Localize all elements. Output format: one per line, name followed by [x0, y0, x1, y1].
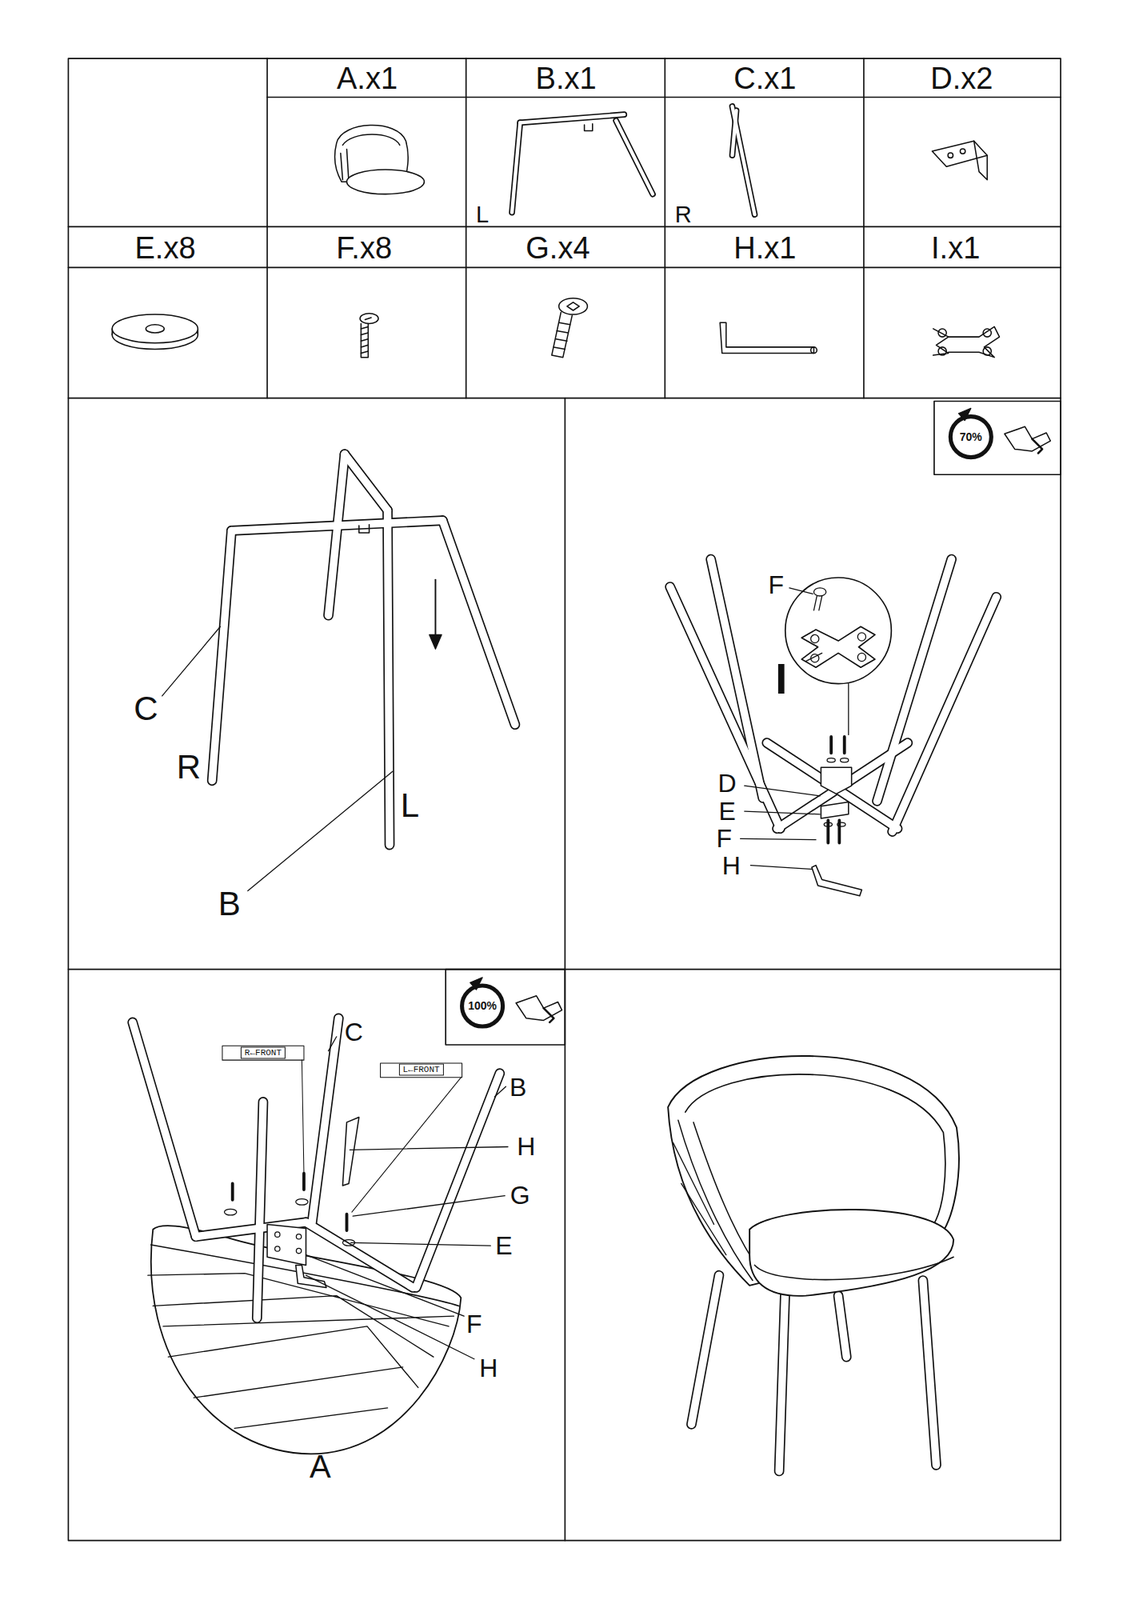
part-label: B.x1 — [535, 63, 597, 94]
front-tag: R←FRONT — [240, 1046, 286, 1059]
side-mark: R — [675, 202, 692, 226]
part-label: H.x1 — [733, 232, 796, 264]
callout-letter: L — [400, 788, 420, 823]
callout-letter: A — [309, 1450, 332, 1483]
callout-letter: B — [509, 1074, 527, 1100]
callout-letter: G — [510, 1182, 531, 1208]
callout-letter: F — [768, 571, 785, 598]
part-label: C.x1 — [733, 63, 796, 94]
side-mark: L — [475, 202, 489, 226]
callout-letter: H — [722, 852, 741, 879]
callout-letter: H — [516, 1133, 536, 1159]
front-tag: L←FRONT — [398, 1063, 444, 1076]
part-label: A.x1 — [336, 63, 398, 94]
step-two-figure — [670, 407, 1052, 896]
callout-letter: E — [718, 798, 736, 824]
parts-icons — [111, 106, 1000, 358]
callout-letter: C — [344, 1019, 364, 1045]
step-three-figure — [132, 977, 563, 1454]
step-one-figure — [162, 454, 516, 892]
callout-letter: F — [466, 1310, 483, 1337]
table-grid — [67, 58, 1061, 1541]
torque-percent: 100% — [467, 999, 497, 1012]
callout-letter: C — [133, 691, 158, 726]
callout-letter: B — [218, 887, 241, 921]
callout-letter: I — [775, 656, 788, 700]
part-label: I.x1 — [931, 232, 980, 264]
callout-letter: H — [479, 1354, 498, 1381]
finished-chair — [667, 1055, 960, 1471]
callout-letter: R — [176, 750, 201, 784]
part-label: F.x8 — [335, 232, 392, 264]
callout-letter: F — [715, 825, 732, 852]
callout-letter: D — [718, 770, 737, 796]
torque-percent: 70% — [959, 431, 983, 443]
part-label: E.x8 — [135, 232, 196, 264]
callout-letter: E — [495, 1232, 512, 1259]
part-label: G.x4 — [525, 232, 590, 264]
part-label: D.x2 — [930, 63, 993, 94]
